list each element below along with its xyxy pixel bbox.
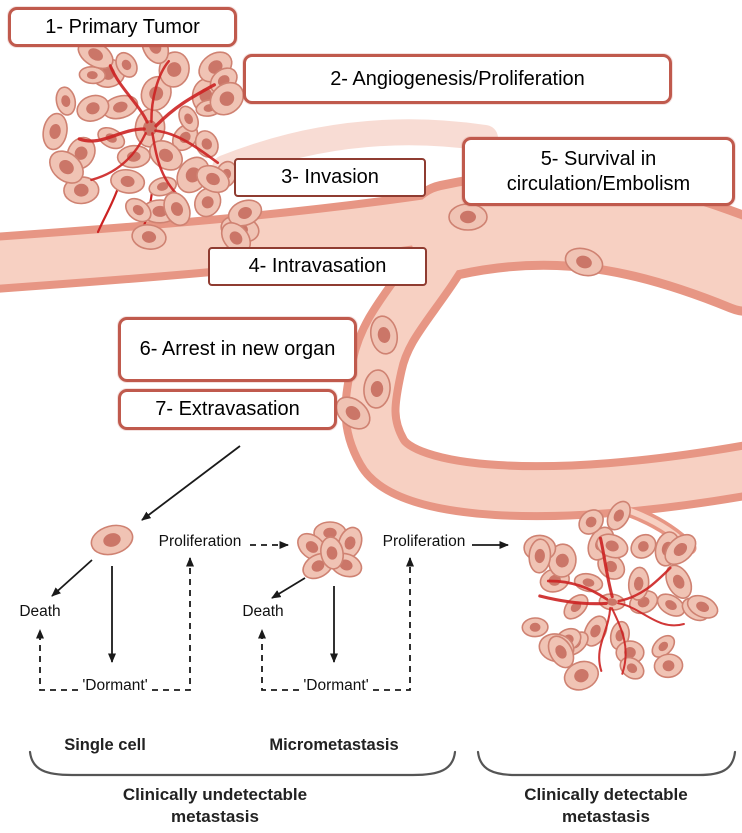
caption-clinically-undetectable: Clinically undetectable metastasis xyxy=(122,785,308,827)
proliferation-label-2: Proliferation xyxy=(382,533,466,550)
death-label-2: Death xyxy=(242,603,284,620)
step-label-extravasation: 7- Extravasation xyxy=(118,389,337,430)
dormant-label-2: 'Dormant' xyxy=(303,677,369,694)
micrometastasis-cluster xyxy=(297,521,363,580)
invading-cells xyxy=(131,164,263,254)
caption-clinically-detectable: Clinically detectable metastasis xyxy=(524,785,688,827)
flow-arrows xyxy=(36,445,509,691)
step-label-angiogenesis: 2- Angiogenesis/Proliferation xyxy=(243,54,672,104)
primary-tumor-cluster xyxy=(42,29,245,224)
caption-single-cell: Single cell xyxy=(64,736,146,754)
step-label-survival-circulation: 5- Survival in circulation/Embolism xyxy=(462,137,735,206)
step-label-invasion: 3- Invasion xyxy=(234,158,426,197)
step-label-intravasation: 4- Intravasation xyxy=(208,247,427,286)
step-label-primary-tumor: 1- Primary Tumor xyxy=(8,7,237,47)
caption-micrometastasis: Micrometastasis xyxy=(269,736,399,754)
dormant-label-1: 'Dormant' xyxy=(82,677,148,694)
step-label-arrest-new-organ: 6- Arrest in new organ xyxy=(118,317,357,382)
group-brackets xyxy=(28,750,737,777)
metastasis-cluster xyxy=(521,500,719,691)
death-label-1: Death xyxy=(19,603,61,620)
single-cell xyxy=(90,524,134,556)
proliferation-label-1: Proliferation xyxy=(158,533,242,550)
